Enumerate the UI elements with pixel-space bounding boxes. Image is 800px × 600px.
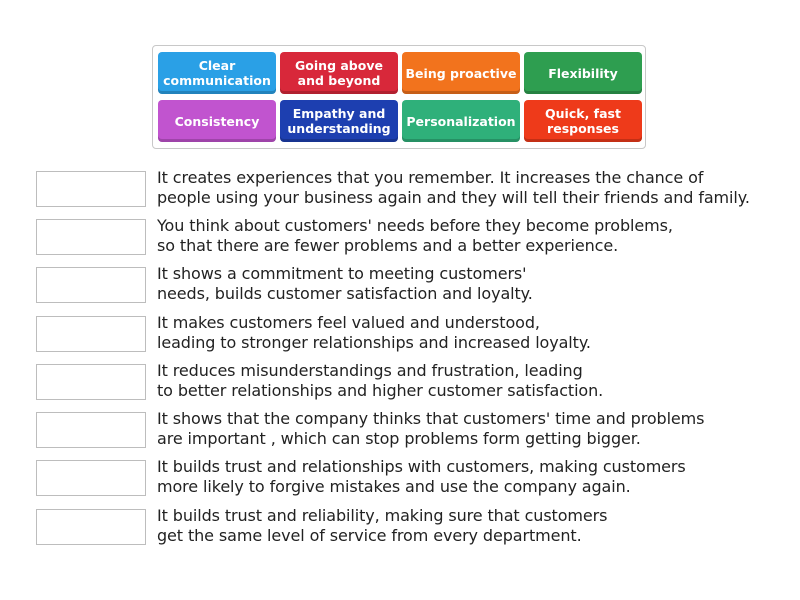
- description-text: It builds trust and reliability, making …: [157, 506, 608, 545]
- description-text: You think about customers' needs before …: [157, 216, 673, 255]
- tile-personalization[interactable]: Personalization: [402, 100, 520, 142]
- tile-consistency[interactable]: Consistency: [158, 100, 276, 142]
- drop-slot[interactable]: [36, 460, 146, 496]
- drop-slot[interactable]: [36, 171, 146, 207]
- match-row: It reduces misunderstandings and frustra…: [36, 361, 786, 402]
- tile-quick-fast-responses[interactable]: Quick, fast responses: [524, 100, 642, 142]
- description-text: It makes customers feel valued and under…: [157, 313, 591, 352]
- match-row: It builds trust and reliability, making …: [36, 506, 786, 547]
- tile-clear-communication[interactable]: Clear communication: [158, 52, 276, 94]
- match-row: It shows that the company thinks that cu…: [36, 409, 786, 450]
- description-text: It creates experiences that you remember…: [157, 168, 750, 207]
- match-row: It creates experiences that you remember…: [36, 168, 786, 209]
- drop-slot[interactable]: [36, 412, 146, 448]
- drop-slot[interactable]: [36, 364, 146, 400]
- match-row: It shows a commitment to meeting custome…: [36, 264, 786, 305]
- match-row: It builds trust and relationships with c…: [36, 457, 786, 498]
- tile-flexibility[interactable]: Flexibility: [524, 52, 642, 94]
- description-text: It shows that the company thinks that cu…: [157, 409, 705, 448]
- drop-slot[interactable]: [36, 509, 146, 545]
- match-row: It makes customers feel valued and under…: [36, 313, 786, 354]
- description-text: It reduces misunderstandings and frustra…: [157, 361, 604, 400]
- description-text: It shows a commitment to meeting custome…: [157, 264, 533, 303]
- answer-bank: Clear communication Going above and beyo…: [152, 45, 646, 149]
- drop-slot[interactable]: [36, 267, 146, 303]
- tile-going-above-and-beyond[interactable]: Going above and beyond: [280, 52, 398, 94]
- drop-slot[interactable]: [36, 316, 146, 352]
- description-text: It builds trust and relationships with c…: [157, 457, 686, 496]
- tile-empathy-and-understanding[interactable]: Empathy and understanding: [280, 100, 398, 142]
- drop-slot[interactable]: [36, 219, 146, 255]
- tile-being-proactive[interactable]: Being proactive: [402, 52, 520, 94]
- match-row: You think about customers' needs before …: [36, 216, 786, 257]
